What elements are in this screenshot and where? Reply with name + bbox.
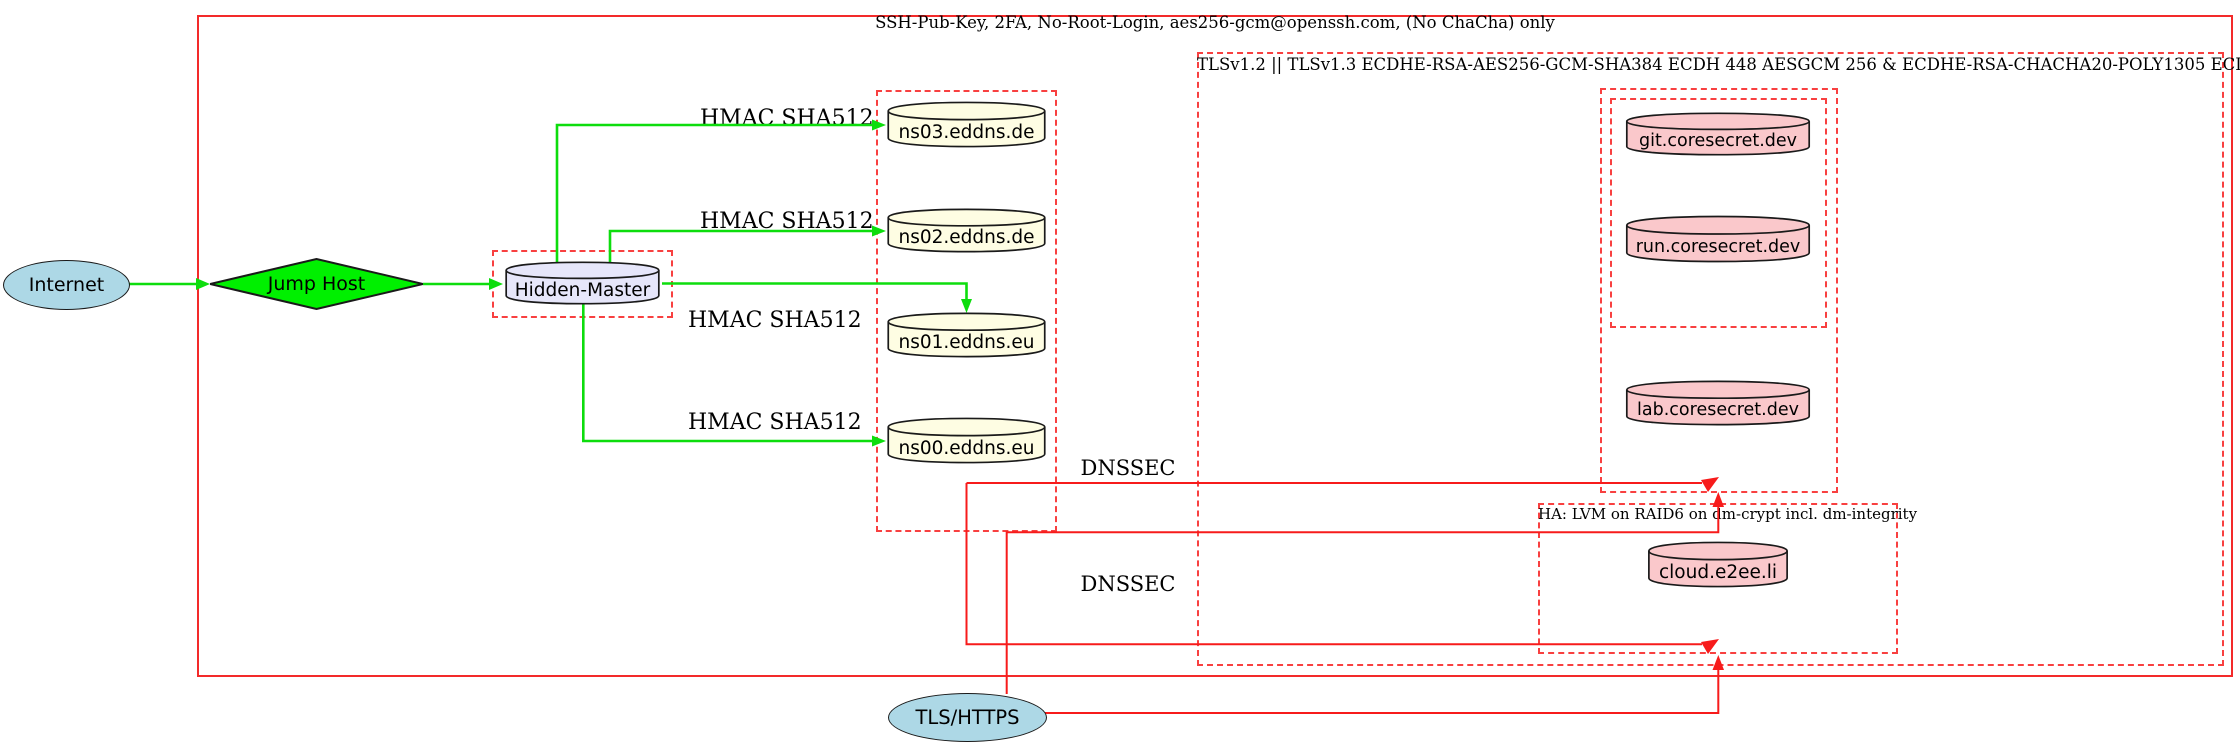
cylinder-shape (885, 100, 1048, 149)
cylinder-shape (1623, 379, 1813, 427)
cylinder-shape (885, 311, 1048, 359)
ssh-cluster-label: SSH-Pub-Key, 2FA, No-Root-Login, aes256-… (875, 13, 1555, 32)
node-ns01: ns01.eddns.eu (885, 311, 1048, 359)
node-hidden-master: Hidden-Master (503, 260, 662, 306)
cylinder-shape (885, 416, 1048, 465)
hmac-label-ns00: HMAC SHA512 (688, 410, 862, 435)
cylinder-shape (1623, 214, 1813, 264)
node-ns03-label: ns03.eddns.de (898, 121, 1035, 143)
node-cloud-label: cloud.e2ee.li (1658, 561, 1778, 583)
node-git-coresecret: git.coresecret.dev (1623, 111, 1813, 157)
diamond-shape (210, 258, 423, 310)
node-tls-https-label: TLS/HTTPS (915, 706, 1020, 729)
dnssec-label-1: DNSSEC (1080, 456, 1176, 480)
coresecret-inner-cluster-box (1610, 98, 1827, 328)
tls-cluster-label: TLSv1.2 || TLSv1.3 ECDHE-RSA-AES256-GCM-… (1197, 55, 2240, 74)
node-run-coresecret: run.coresecret.dev (1623, 214, 1813, 264)
node-git-label: git.coresecret.dev (1638, 131, 1798, 152)
node-cloud-e2ee: cloud.e2ee.li (1646, 540, 1790, 589)
node-ns00-label: ns00.eddns.eu (898, 437, 1035, 459)
node-ns00: ns00.eddns.eu (885, 416, 1048, 465)
hmac-label-ns02: HMAC SHA512 (700, 209, 874, 234)
cylinder-shape (885, 207, 1048, 254)
node-jump-host: Jump Host (210, 258, 423, 310)
node-internet: Internet (3, 260, 130, 310)
node-tls-https: TLS/HTTPS (888, 693, 1047, 742)
node-ns01-label: ns01.eddns.eu (898, 331, 1035, 353)
node-ns02: ns02.eddns.de (885, 207, 1048, 254)
hmac-label-ns03: HMAC SHA512 (700, 106, 874, 131)
node-ns03: ns03.eddns.de (885, 100, 1048, 149)
node-lab-label: lab.coresecret.dev (1637, 400, 1799, 421)
cylinder-shape (503, 260, 662, 306)
node-hidden-master-label: Hidden-Master (514, 279, 651, 301)
dnssec-label-2: DNSSEC (1080, 572, 1176, 596)
hmac-label-ns01: HMAC SHA512 (688, 308, 862, 333)
node-ns02-label: ns02.eddns.de (898, 227, 1035, 249)
node-run-label: run.coresecret.dev (1635, 236, 1801, 257)
node-internet-label: Internet (28, 274, 105, 296)
node-jump-host-label: Jump Host (267, 273, 366, 295)
cylinder-shape (1623, 111, 1813, 157)
ha-cluster-label: HA: LVM on RAID6 on dm-crypt incl. dm-in… (1538, 505, 1918, 523)
node-lab-coresecret: lab.coresecret.dev (1623, 379, 1813, 427)
